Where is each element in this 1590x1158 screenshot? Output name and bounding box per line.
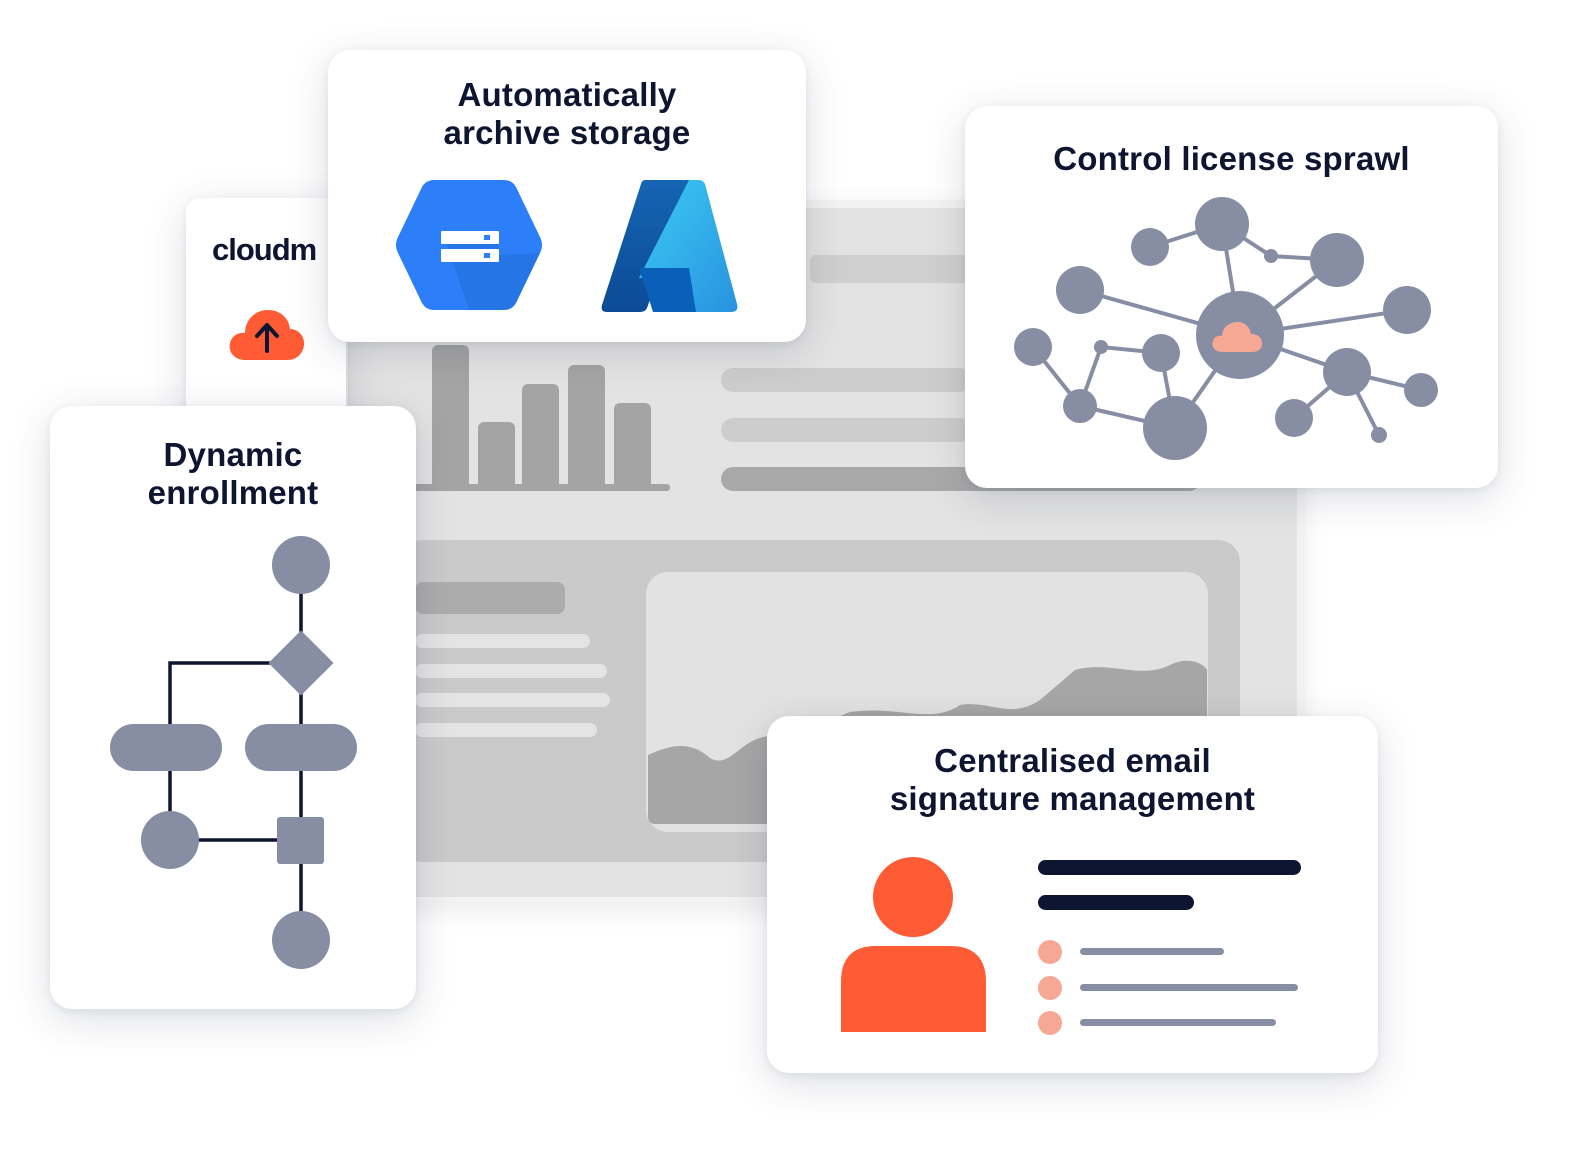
dashboard-header-bar <box>810 255 1010 283</box>
dashboard-lower-lines <box>415 634 610 737</box>
dynamic-enrollment-title: Dynamic enrollment <box>147 436 319 511</box>
cloudm-logo: cloudm <box>212 232 317 268</box>
dynamic-enrollment-card: Dynamic enrollment <box>50 406 416 1009</box>
archive-storage-card: Automatically archive storage <box>328 50 806 342</box>
cloud-upload-icon[interactable] <box>228 306 306 362</box>
dashboard-lower-title <box>415 582 565 614</box>
cloudm-sidebar: cloudm <box>186 198 346 428</box>
user-avatar-icon <box>841 857 986 1032</box>
cloudm-logo-text: cloudm <box>212 232 317 267</box>
hub-cloud-icon <box>1212 322 1263 352</box>
license-sprawl-title: Control license sprawl <box>1053 140 1410 177</box>
email-signature-title: Centralised email signature management <box>889 742 1256 817</box>
signature-name-lines <box>1038 860 1301 910</box>
google-cloud-storage-icon <box>396 180 542 310</box>
archive-storage-title: Automatically archive storage <box>443 76 691 151</box>
signature-detail-lines <box>1080 948 1298 1026</box>
dashboard-bar-chart <box>414 345 670 491</box>
azure-icon <box>601 180 738 312</box>
signature-detail-bullets <box>1038 940 1062 1035</box>
